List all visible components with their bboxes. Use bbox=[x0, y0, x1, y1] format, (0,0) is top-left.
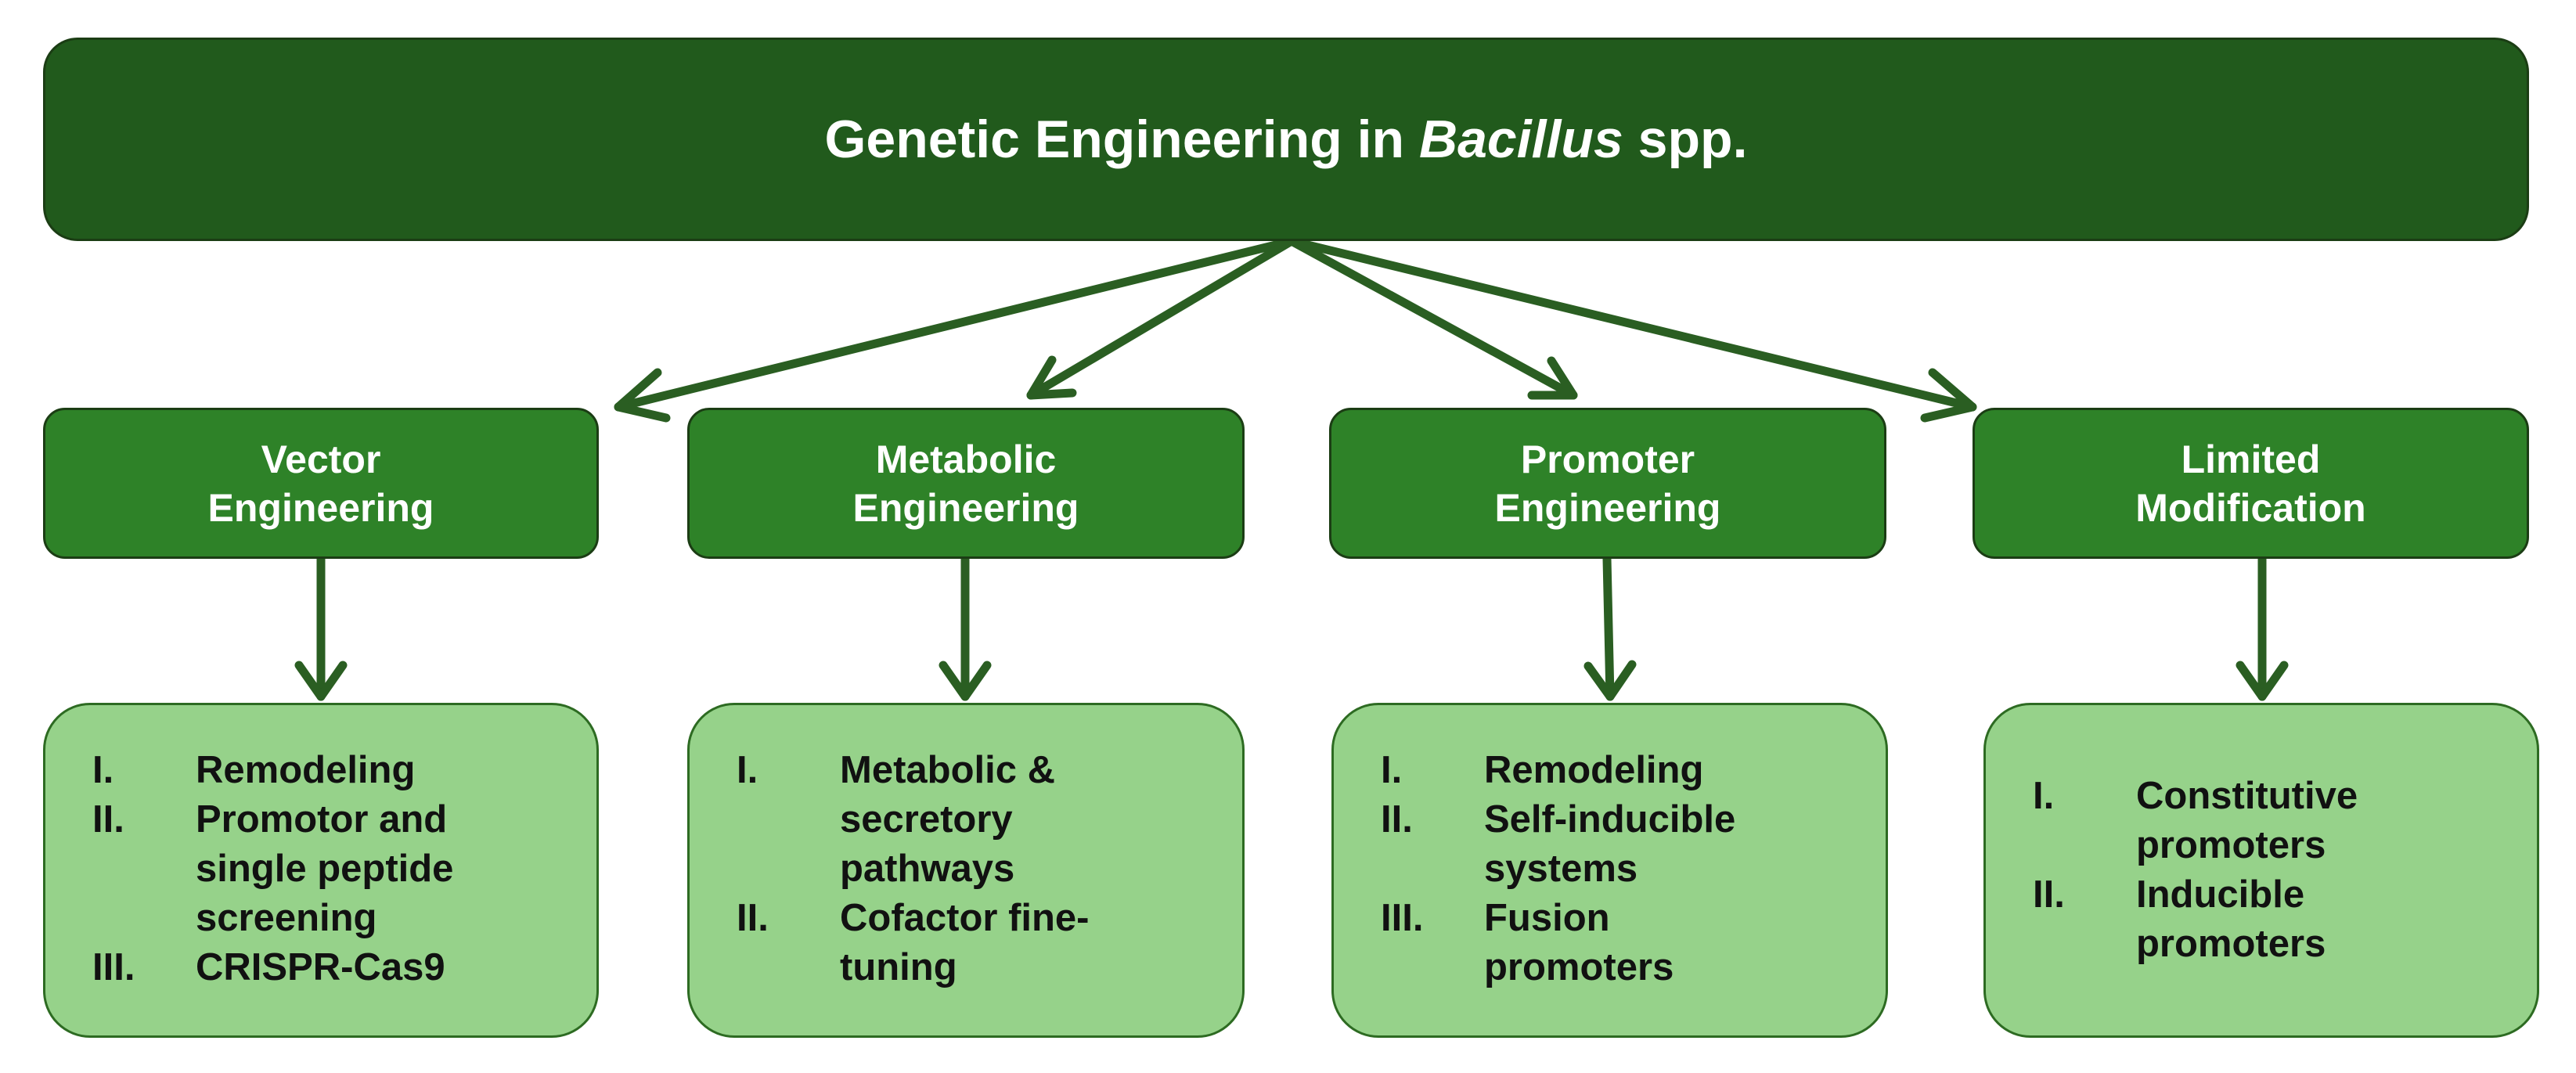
item-numeral: II. bbox=[92, 798, 124, 841]
item-text: Promotor and single peptide screening bbox=[196, 798, 454, 939]
item-numeral: II. bbox=[2033, 873, 2065, 916]
item-text: CRISPR-Cas9 bbox=[196, 946, 445, 988]
item-numeral: II. bbox=[1381, 798, 1413, 841]
item-numeral: I. bbox=[1381, 749, 1403, 791]
item-numeral: III. bbox=[92, 946, 135, 988]
item-text: Metabolic & secretory pathways bbox=[840, 749, 1055, 890]
arrow-root-to-promoter-engineering bbox=[1287, 236, 1578, 400]
category-label: Promoter Engineering bbox=[1494, 437, 1721, 530]
item-text: Constitutive promoters bbox=[2136, 775, 2358, 866]
category-promoter-engineering: Promoter Engineering bbox=[1329, 408, 1886, 559]
list-item: III. Fusion promoters bbox=[1334, 894, 1886, 992]
list-item: I. Remodeling bbox=[1334, 746, 1886, 795]
item-text: Cofactor fine- tuning bbox=[840, 897, 1090, 988]
list-item: II. Self-inducible systems bbox=[1334, 795, 1886, 894]
item-numeral: II. bbox=[737, 897, 769, 939]
arrow-metabolic-to-details bbox=[939, 554, 992, 701]
item-numeral: I. bbox=[737, 749, 758, 791]
list-item: II. Inducible promoters bbox=[1986, 870, 2537, 969]
arrow-root-to-vector-engineering bbox=[614, 236, 1296, 423]
list-item: I. Constitutive promoters bbox=[1986, 772, 2537, 870]
item-numeral: III. bbox=[1381, 897, 1424, 939]
category-label: Vector Engineering bbox=[207, 437, 434, 530]
root-title-box: Genetic Engineering in Bacillus spp. bbox=[43, 38, 2529, 241]
category-vector-engineering: Vector Engineering bbox=[43, 408, 599, 559]
arrow-limited-to-details bbox=[2236, 554, 2289, 701]
arrow-root-to-limited-modification bbox=[1287, 236, 1977, 423]
root-title-suffix: spp. bbox=[1623, 110, 1748, 169]
list-item: II. Cofactor fine- tuning bbox=[690, 894, 1242, 992]
item-text: Self-inducible systems bbox=[1484, 798, 1736, 890]
arrow-root-to-metabolic-engineering bbox=[1026, 236, 1296, 400]
item-numeral: I. bbox=[92, 749, 114, 791]
item-numeral: I. bbox=[2033, 775, 2055, 817]
details-metabolic-engineering: I. Metabolic & secretory pathways II. Co… bbox=[687, 703, 1245, 1038]
details-promoter-engineering: I. Remodeling II. Self-inducible systems… bbox=[1331, 703, 1888, 1038]
arrow-promoter-to-details bbox=[1583, 554, 1637, 701]
list-item: II. Promotor and single peptide screenin… bbox=[45, 795, 596, 943]
list-item: I. Remodeling bbox=[45, 746, 596, 795]
item-text: Remodeling bbox=[1484, 749, 1704, 791]
item-text: Fusion promoters bbox=[1484, 897, 1674, 988]
category-label: Limited Modification bbox=[2135, 437, 2366, 530]
root-title-genus: Bacillus bbox=[1419, 110, 1623, 169]
root-title-prefix: Genetic Engineering in bbox=[824, 110, 1419, 169]
category-metabolic-engineering: Metabolic Engineering bbox=[687, 408, 1245, 559]
details-limited-modification: I. Constitutive promoters II. Inducible … bbox=[1983, 703, 2539, 1038]
item-text: Remodeling bbox=[196, 749, 416, 791]
category-limited-modification: Limited Modification bbox=[1973, 408, 2529, 559]
arrow-vector-to-details bbox=[294, 554, 348, 701]
details-vector-engineering: I. Remodeling II. Promotor and single pe… bbox=[43, 703, 599, 1038]
item-text: Inducible promoters bbox=[2136, 873, 2326, 965]
list-item: III. CRISPR-Cas9 bbox=[45, 943, 596, 992]
list-item: I. Metabolic & secretory pathways bbox=[690, 746, 1242, 894]
category-label: Metabolic Engineering bbox=[852, 437, 1079, 530]
